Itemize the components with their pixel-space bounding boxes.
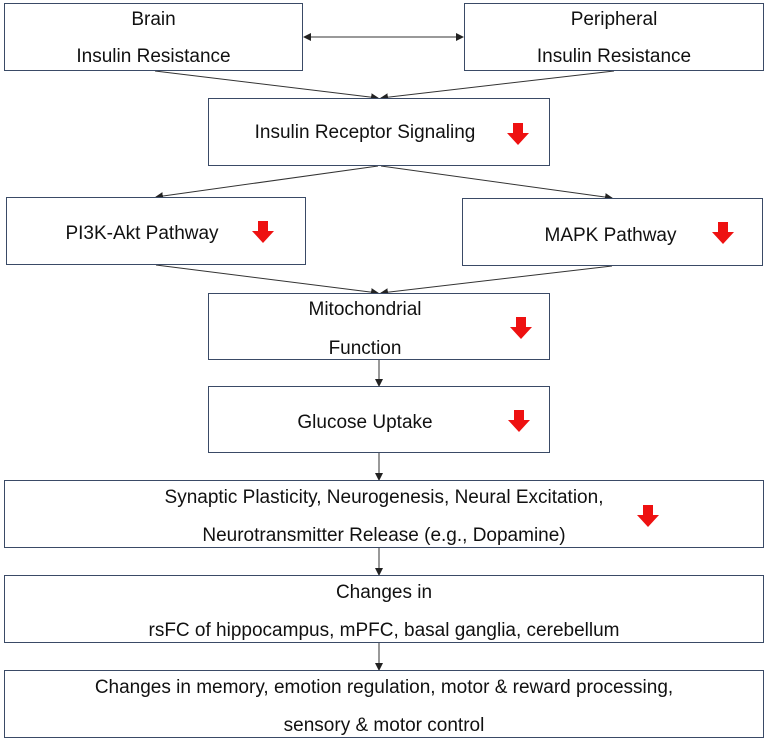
node-label-line: Mitochondrial <box>308 299 422 320</box>
node-label-line: PI3K-Akt Pathway <box>65 223 219 244</box>
node-brain-insulin-resistance: Brain Insulin Resistance <box>4 3 303 71</box>
node-peripheral-insulin-resistance: Peripheral Insulin Resistance <box>464 3 764 71</box>
node-label-line: Changes in memory, emotion regulation, m… <box>94 677 674 698</box>
node-label-line: Changes in <box>335 582 433 603</box>
edge-pi3k-mito <box>155 264 379 297</box>
edge-mapk-mito <box>380 265 613 297</box>
red-down-arrow-icon <box>508 410 530 432</box>
node-label-line: Insulin Resistance <box>536 46 692 67</box>
node-mitochondrial-function: Mitochondrial Function <box>208 293 550 360</box>
edge-receptor-pi3k <box>155 165 379 200</box>
red-down-arrow-icon <box>712 222 734 244</box>
red-down-arrow-icon <box>510 317 532 339</box>
node-glucose-uptake: Glucose Uptake <box>208 386 550 453</box>
node-label-line: Insulin Resistance <box>76 46 231 67</box>
edge-brain-receptor <box>154 70 379 102</box>
node-synaptic-plasticity-neurogenesis: Synaptic Plasticity, Neurogenesis, Neura… <box>4 480 764 548</box>
red-down-arrow-icon <box>507 123 529 145</box>
node-label-line: Insulin Receptor Signaling <box>254 122 476 143</box>
node-label-line: Neurotransmitter Release (e.g., Dopamine… <box>202 525 566 546</box>
node-insulin-receptor-signaling: Insulin Receptor Signaling <box>208 98 550 166</box>
node-label-line: sensory & motor control <box>283 715 485 736</box>
red-down-arrow-icon <box>252 221 274 243</box>
node-label-line: Brain <box>131 9 176 30</box>
node-rsfc-changes: Changes in rsFC of hippocampus, mPFC, ba… <box>4 575 764 643</box>
node-label-line: Glucose Uptake <box>297 412 433 433</box>
red-down-arrow-icon <box>637 505 659 527</box>
node-label-line: Peripheral <box>570 9 658 30</box>
node-behavioral-outcomes: Changes in memory, emotion regulation, m… <box>4 670 764 738</box>
node-label-line: Synaptic Plasticity, Neurogenesis, Neura… <box>164 487 604 508</box>
node-label-line: MAPK Pathway <box>544 225 677 246</box>
node-label-line: Function <box>328 338 402 359</box>
edge-receptor-mapk <box>380 165 613 202</box>
edge-peripheral-receptor <box>380 70 615 102</box>
node-label-line: rsFC of hippocampus, mPFC, basal ganglia… <box>148 620 620 641</box>
